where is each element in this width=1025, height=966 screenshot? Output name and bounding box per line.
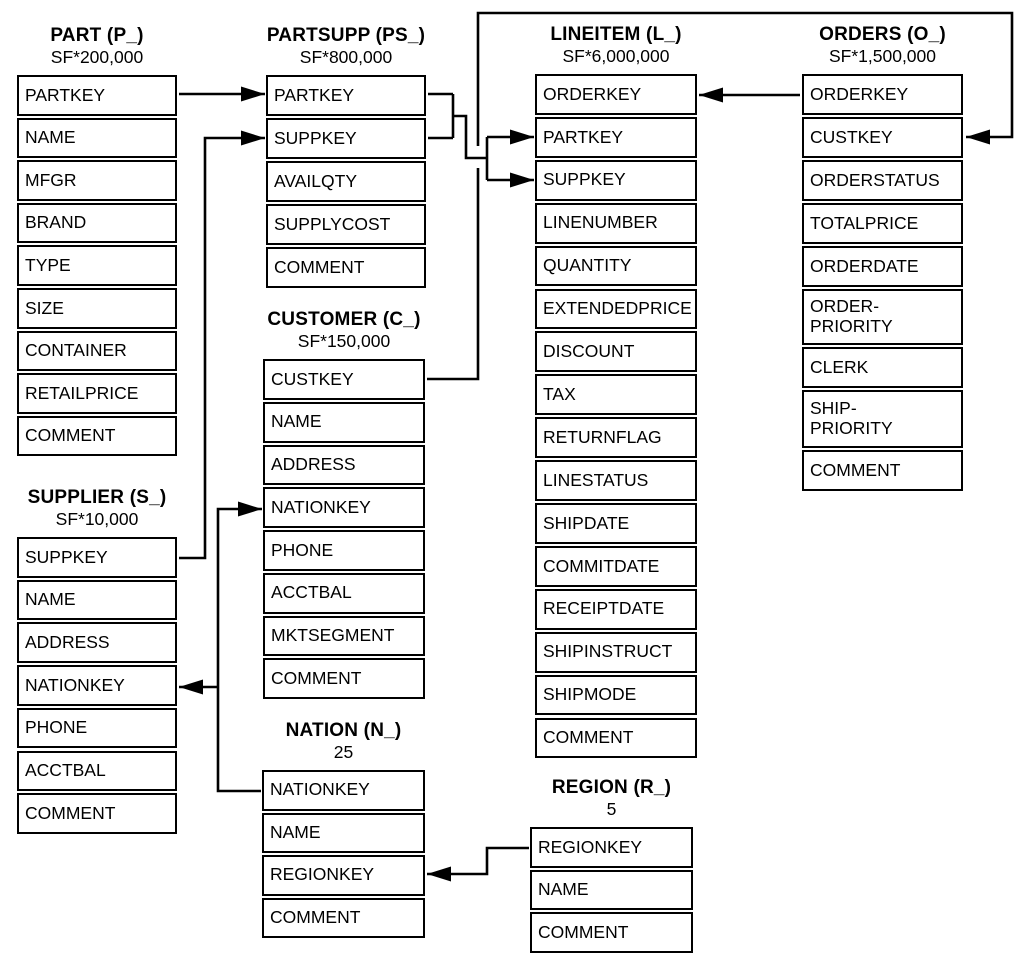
table-row-supplier-5: ACCTBAL [17, 750, 177, 792]
table-row-partsupp-3: SUPPLYCOST [266, 204, 426, 245]
table-row-partsupp-2: AVAILQTY [266, 161, 426, 202]
table-row-orders-8: COMMENT [802, 450, 963, 491]
table-row-orders-4: ORDERDATE [802, 246, 963, 287]
table-title-partsupp: PARTSUPP (PS_) [266, 25, 426, 46]
table-row-part-7: RETAILPRICE [17, 373, 177, 414]
table-row-region-2: COMMENT [530, 912, 693, 954]
table-row-lineitem-6: DISCOUNT [535, 331, 697, 373]
table-row-customer-6: MKTSEGMENT [263, 615, 425, 657]
table-cardinality-part: SF*200,000 [50, 47, 144, 67]
table-row-lineitem-0: ORDERKEY [535, 74, 697, 115]
table-row-part-5: SIZE [17, 288, 177, 329]
table-row-lineitem-1: PARTKEY [535, 116, 697, 158]
table-row-customer-2: ADDRESS [263, 444, 425, 486]
fk-region-regionkey-to-nation [427, 846, 529, 882]
table-row-supplier-1: NAME [17, 579, 177, 621]
table-row-part-6: CONTAINER [17, 330, 177, 372]
table-cardinality-partsupp: SF*800,000 [299, 47, 393, 67]
table-row-lineitem-8: RETURNFLAG [535, 417, 697, 459]
table-row-supplier-0: SUPPKEY [17, 537, 177, 578]
table-row-lineitem-3: LINENUMBER [535, 202, 697, 244]
table-title-supplier: SUPPLIER (S_) [27, 487, 167, 508]
table-row-nation-2: REGIONKEY [262, 855, 425, 896]
table-row-lineitem-9: LINESTATUS [535, 460, 697, 501]
table-cardinality-region: 5 [606, 799, 617, 819]
table-cardinality-lineitem: SF*6,000,000 [562, 46, 670, 66]
table-row-customer-4: PHONE [263, 530, 425, 571]
table-row-supplier-6: COMMENT [17, 793, 177, 834]
table-row-orders-1: CUSTKEY [802, 117, 963, 158]
table-row-lineitem-12: RECEIPTDATE [535, 588, 697, 630]
table-row-partsupp-1: SUPPKEY [266, 118, 426, 159]
table-row-lineitem-2: SUPPKEY [535, 159, 697, 201]
table-row-lineitem-11: COMMITDATE [535, 545, 697, 587]
table-row-orders-0: ORDERKEY [802, 74, 963, 115]
table-row-supplier-3: NATIONKEY [17, 665, 177, 706]
table-title-orders: ORDERS (O_) [819, 24, 946, 45]
table-row-orders-5: ORDER- PRIORITY [802, 289, 963, 345]
table-row-supplier-2: ADDRESS [17, 622, 177, 664]
table-row-customer-3: NATIONKEY [263, 487, 425, 528]
table-row-lineitem-4: QUANTITY [535, 245, 697, 287]
table-row-supplier-4: PHONE [17, 707, 177, 749]
partsupp-to-lineitem-trunk [453, 114, 487, 160]
table-row-lineitem-15: COMMENT [535, 717, 697, 759]
table-row-nation-1: NAME [262, 812, 425, 853]
table-row-lineitem-10: SHIPDATE [535, 503, 697, 544]
table-row-region-0: REGIONKEY [530, 827, 693, 868]
table-cardinality-orders: SF*1,500,000 [828, 46, 937, 66]
table-cardinality-nation: 25 [333, 742, 354, 762]
table-row-part-3: BRAND [17, 202, 177, 244]
table-row-lineitem-5: EXTENDEDPRICE [535, 288, 697, 330]
table-cardinality-supplier: SF*10,000 [55, 509, 139, 529]
table-row-partsupp-4: COMMENT [266, 247, 426, 288]
table-row-orders-6: CLERK [802, 347, 963, 388]
table-title-lineitem: LINEITEM (L_) [550, 24, 682, 45]
table-row-lineitem-7: TAX [535, 374, 697, 416]
table-cardinality-customer: SF*150,000 [297, 331, 391, 351]
table-row-part-1: NAME [17, 117, 177, 159]
table-row-nation-0: NATIONKEY [262, 770, 425, 811]
table-row-partsupp-0: PARTKEY [266, 75, 426, 116]
table-row-orders-3: TOTALPRICE [802, 203, 963, 244]
table-row-lineitem-14: SHIPMODE [535, 674, 697, 716]
table-row-customer-5: ACCTBAL [263, 572, 425, 614]
table-row-nation-3: COMMENT [262, 897, 425, 938]
table-row-region-1: NAME [530, 869, 693, 911]
table-title-nation: NATION (N_) [285, 720, 402, 741]
table-row-lineitem-13: SHIPINSTRUCT [535, 631, 697, 673]
table-title-region: REGION (R_) [551, 777, 672, 798]
table-row-customer-1: NAME [263, 401, 425, 443]
table-title-part: PART (P_) [50, 25, 144, 46]
table-title-customer: CUSTOMER (C_) [267, 309, 421, 330]
table-row-part-8: COMMENT [17, 415, 177, 457]
table-row-part-2: MFGR [17, 160, 177, 201]
table-row-customer-0: CUSTKEY [263, 359, 425, 400]
table-row-customer-7: COMMENT [263, 658, 425, 699]
table-row-orders-2: ORDERSTATUS [802, 160, 963, 201]
table-row-part-4: TYPE [17, 245, 177, 286]
table-row-part-0: PARTKEY [17, 75, 177, 116]
table-row-orders-7: SHIP- PRIORITY [802, 390, 963, 448]
